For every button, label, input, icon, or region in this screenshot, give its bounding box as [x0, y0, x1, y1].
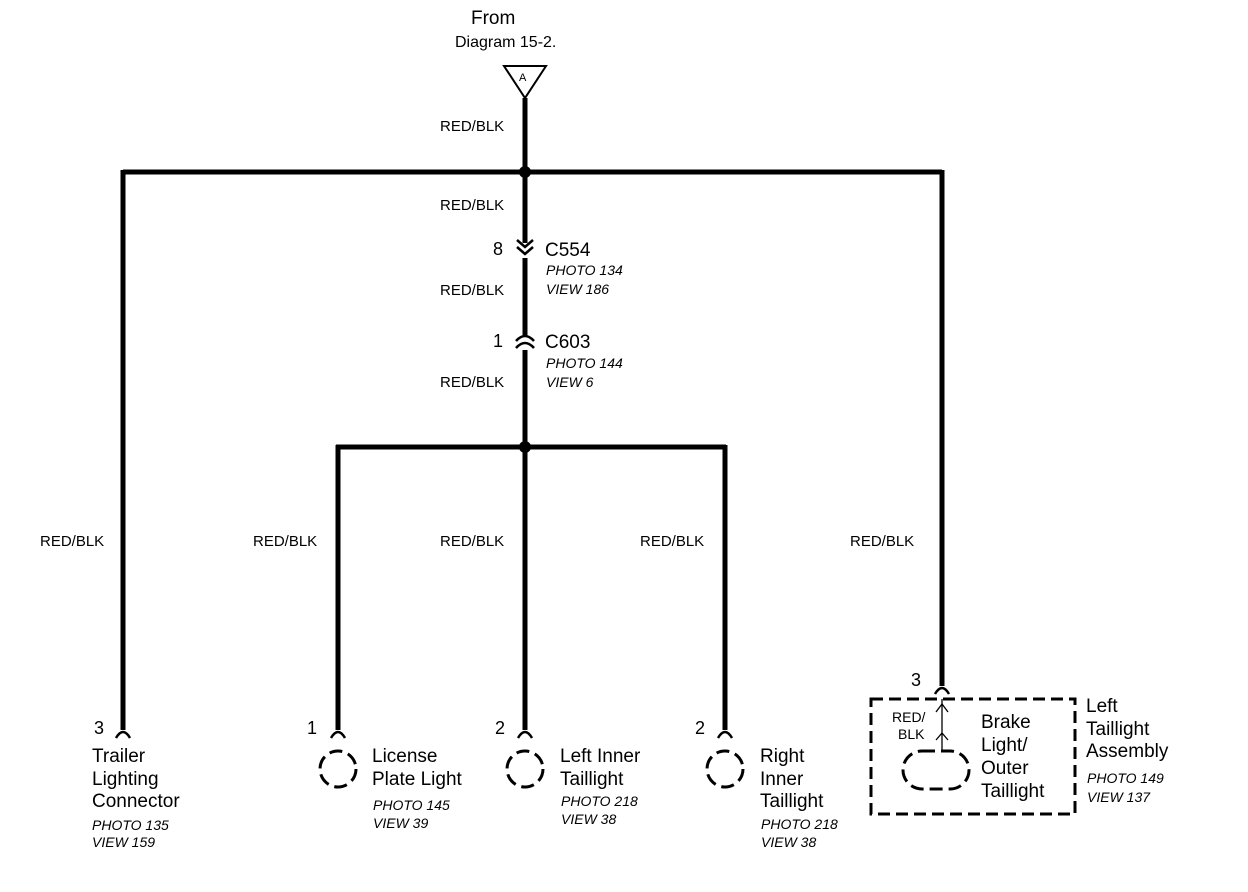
lower-splice-dot	[519, 441, 531, 453]
assembly-terminal-icon	[933, 686, 951, 695]
wire-color-label: RED/BLK	[640, 533, 705, 550]
c603-photo-ref: PHOTO 144	[546, 355, 623, 371]
license-photo-ref: PHOTO 145	[373, 797, 450, 813]
license-pin-number: 1	[307, 718, 318, 738]
trailer-view-ref: VIEW 159	[92, 834, 156, 850]
right-inner-terminal-icon	[716, 730, 734, 739]
left-inner-photo-ref: PHOTO 218	[561, 793, 638, 809]
source-from-label: From	[471, 8, 516, 29]
wire-color-label: RED/BLK	[440, 374, 505, 391]
assembly-inner-wire	[935, 699, 949, 752]
license-terminal-icon	[329, 730, 347, 739]
assembly-component-name: Left Taillight Assembly	[1086, 696, 1169, 762]
c554-connector-icon	[516, 239, 534, 256]
left-inner-bulb-icon	[505, 749, 545, 789]
wire-color-label: RED/BLK	[440, 282, 505, 299]
wire-color-label: RED/BLK	[440, 533, 505, 550]
c554-view-ref: VIEW 186	[546, 281, 610, 297]
left-inner-component-name: Left Inner Taillight	[560, 746, 641, 790]
right-inner-view-ref: VIEW 38	[761, 834, 817, 850]
bulbs	[318, 749, 971, 791]
assembly-photo-ref: PHOTO 149	[1087, 770, 1164, 786]
source-flag-letter: A	[519, 72, 527, 84]
c554-pin-number: 8	[493, 239, 504, 259]
left-taillight-assembly-box	[869, 697, 1077, 816]
right-inner-component-name: Right Inner Taillight	[760, 746, 824, 812]
wire-color-label: RED/BLK	[850, 533, 915, 550]
assembly-inner-wire-label: RED/ BLK	[892, 709, 926, 742]
assembly-view-ref: VIEW 137	[1087, 789, 1151, 805]
pin-terminals	[114, 686, 951, 739]
trailer-terminal-icon	[114, 730, 132, 739]
c603-connector-id: C603	[545, 332, 591, 353]
wire-color-label: RED/BLK	[440, 118, 505, 135]
right-inner-photo-ref: PHOTO 218	[761, 816, 838, 832]
brake-light-name: Brake Light/ Outer Taillight	[981, 712, 1045, 802]
license-view-ref: VIEW 39	[373, 815, 429, 831]
left-inner-terminal-icon	[516, 730, 534, 739]
trailer-pin-number: 3	[94, 718, 105, 738]
license-bulb-icon	[318, 749, 358, 789]
c603-connector-icon	[515, 334, 535, 349]
left-inner-pin-number: 2	[495, 718, 506, 738]
left-inner-view-ref: VIEW 38	[561, 811, 617, 827]
wires	[120, 98, 945, 730]
brake-bulb-icon	[901, 749, 971, 791]
license-component-name: License Plate Light	[372, 746, 462, 790]
assembly-pin-number: 3	[911, 670, 922, 690]
c603-view-ref: VIEW 6	[546, 374, 594, 390]
source-flag-icon	[502, 65, 548, 100]
source-diagram-label: Diagram 15-2.	[455, 34, 557, 51]
trailer-photo-ref: PHOTO 135	[92, 817, 169, 833]
c554-connector-id: C554	[545, 240, 591, 261]
right-inner-bulb-icon	[705, 749, 745, 789]
wire-color-label: RED/BLK	[440, 197, 505, 214]
c603-pin-number: 1	[493, 331, 504, 351]
trailer-component-name: Trailer Lighting Connector	[92, 746, 180, 812]
upper-splice-dot	[519, 166, 531, 178]
right-inner-pin-number: 2	[695, 718, 706, 738]
wire-color-label: RED/BLK	[253, 533, 318, 550]
c554-photo-ref: PHOTO 134	[546, 262, 623, 278]
wire-color-label: RED/BLK	[40, 533, 105, 550]
